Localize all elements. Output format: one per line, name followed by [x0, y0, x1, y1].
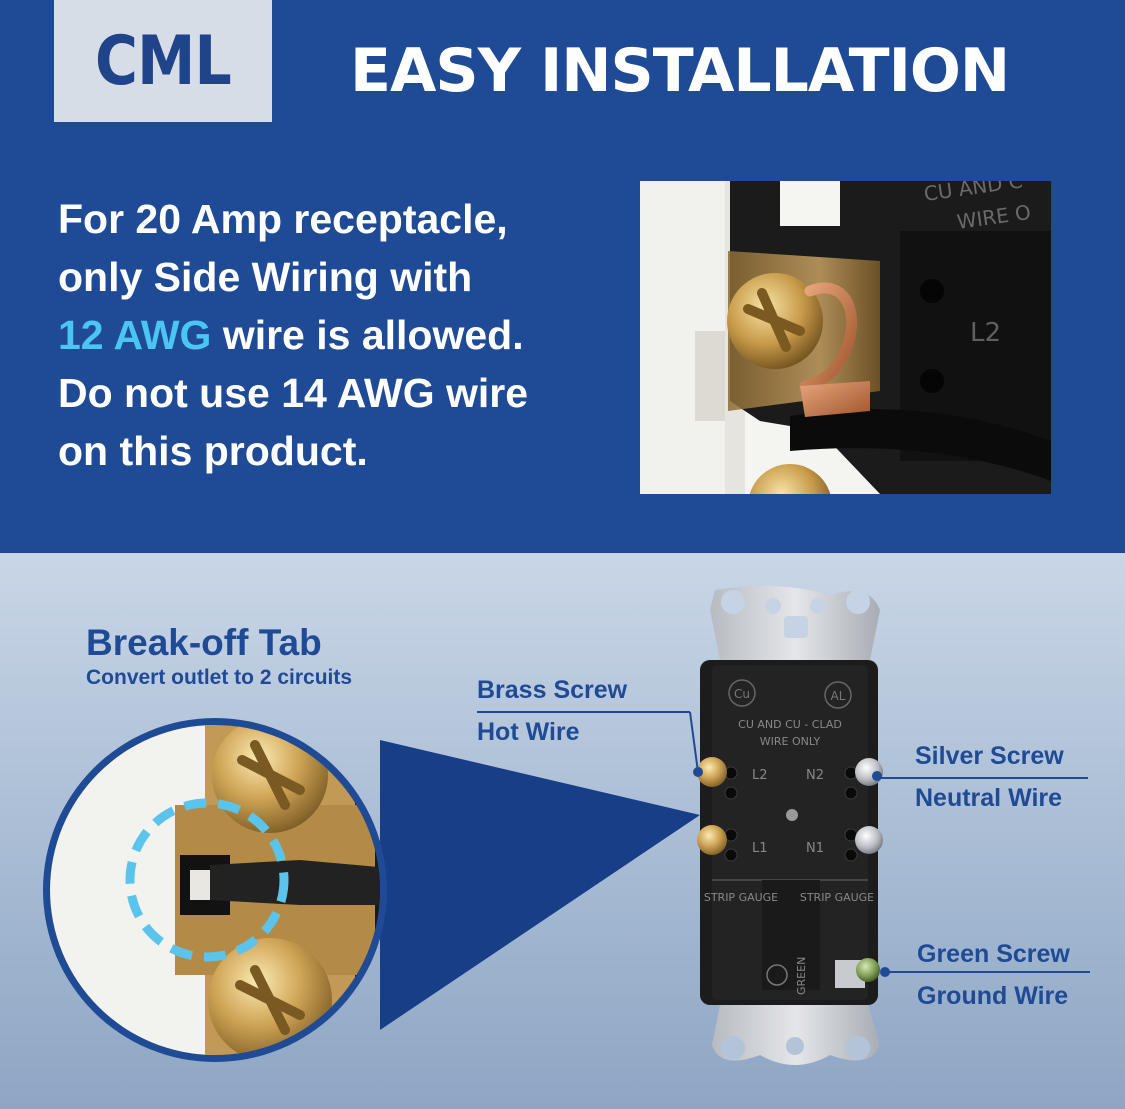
callout-green-underline — [912, 971, 1090, 973]
outlet-al-mark: AL — [831, 689, 846, 703]
outlet-l2-label: L2 — [752, 768, 768, 783]
brass-screw-bottom — [697, 825, 727, 855]
brass-screw-top — [697, 757, 727, 787]
outlet-strip-gauge-right: STRIP GAUGE — [800, 891, 874, 904]
silver-screw-bottom — [855, 826, 883, 854]
intro-line-1: For 20 Amp receptacle, — [58, 196, 508, 242]
callout-ground-wire: Ground Wire — [917, 982, 1069, 1010]
outlet-l1-label: L1 — [752, 841, 768, 856]
intro-line-4: Do not use 14 AWG wire — [58, 370, 529, 416]
page-title: EASY INSTALLATION — [350, 36, 1010, 106]
outlet-wire-rating-2: WIRE ONLY — [760, 735, 821, 748]
callout-leaders — [658, 711, 912, 977]
intro-line-5: on this product. — [58, 428, 368, 474]
brand-logo: CML — [54, 0, 272, 122]
outlet-n2-label: N2 — [806, 768, 824, 783]
outlet-illustration: Cu AL CU AND CU - CLAD WIRE ONLY L2 N2 L… — [697, 586, 883, 1065]
callout-brass-screw: Brass Screw — [477, 676, 628, 704]
intro-line-3-rest: wire is allowed. — [211, 312, 524, 358]
callout-hot-wire: Hot Wire — [477, 718, 580, 746]
intro-line-3: 12 AWG wire is allowed. — [58, 306, 628, 364]
outlet-n1-label: N1 — [806, 841, 824, 856]
callout-neutral-wire: Neutral Wire — [915, 784, 1063, 812]
green-screw — [856, 958, 880, 982]
zoom-wedge — [380, 740, 700, 1030]
callout-silver-screw: Silver Screw — [915, 742, 1064, 770]
intro-accent: 12 AWG — [58, 312, 212, 358]
breakoff-tab-highlight — [125, 798, 289, 962]
callout-brass-underline — [477, 711, 659, 713]
photo-terminal-label: L2 — [970, 318, 1001, 348]
callout-green-screw: Green Screw — [917, 940, 1070, 968]
outlet-strip-gauge-left: STRIP GAUGE — [704, 891, 778, 904]
side-wiring-photo: CU AND C WIRE O L2 — [640, 181, 1051, 494]
breakoff-title: Break-off Tab — [86, 622, 322, 663]
brand-logo-text: CML — [95, 21, 232, 101]
breakoff-subtitle: Convert outlet to 2 circuits — [86, 666, 353, 689]
outlet-green-mark: GREEN — [795, 957, 808, 995]
intro-line-2: only Side Wiring with — [58, 254, 473, 300]
callout-silver-underline — [910, 777, 1088, 779]
outlet-wire-rating-1: CU AND CU - CLAD — [738, 718, 842, 731]
outlet-cu-mark: Cu — [734, 687, 750, 701]
intro-text: For 20 Amp receptacle, only Side Wiring … — [58, 190, 628, 480]
